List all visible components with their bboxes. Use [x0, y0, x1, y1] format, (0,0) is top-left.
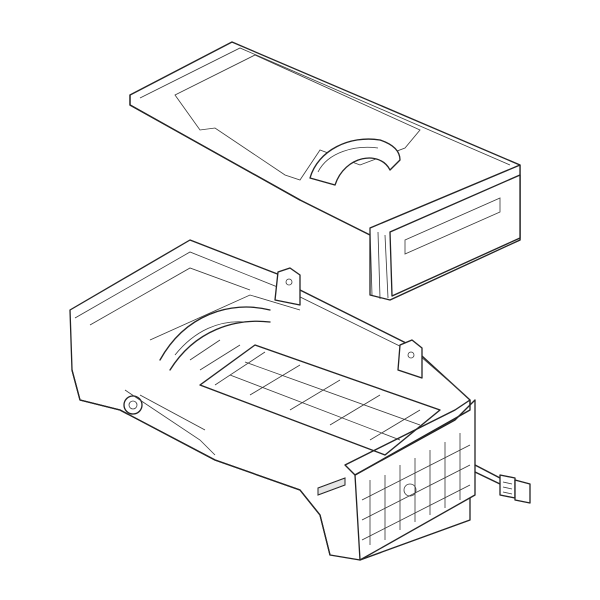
- control-module: [344, 399, 476, 561]
- cover-front-face: [369, 164, 521, 301]
- mounting-tab-right: [397, 339, 423, 379]
- gear-wheel: [123, 389, 216, 456]
- cover-tray: [129, 41, 521, 301]
- ice-mold: [199, 344, 441, 456]
- ejector-arm-cam: [159, 306, 271, 371]
- housing-label-slot: [317, 477, 346, 496]
- wire-harness-connector: [474, 464, 531, 504]
- cover-handle-bump: [309, 138, 401, 186]
- mounting-tab-left: [274, 267, 301, 306]
